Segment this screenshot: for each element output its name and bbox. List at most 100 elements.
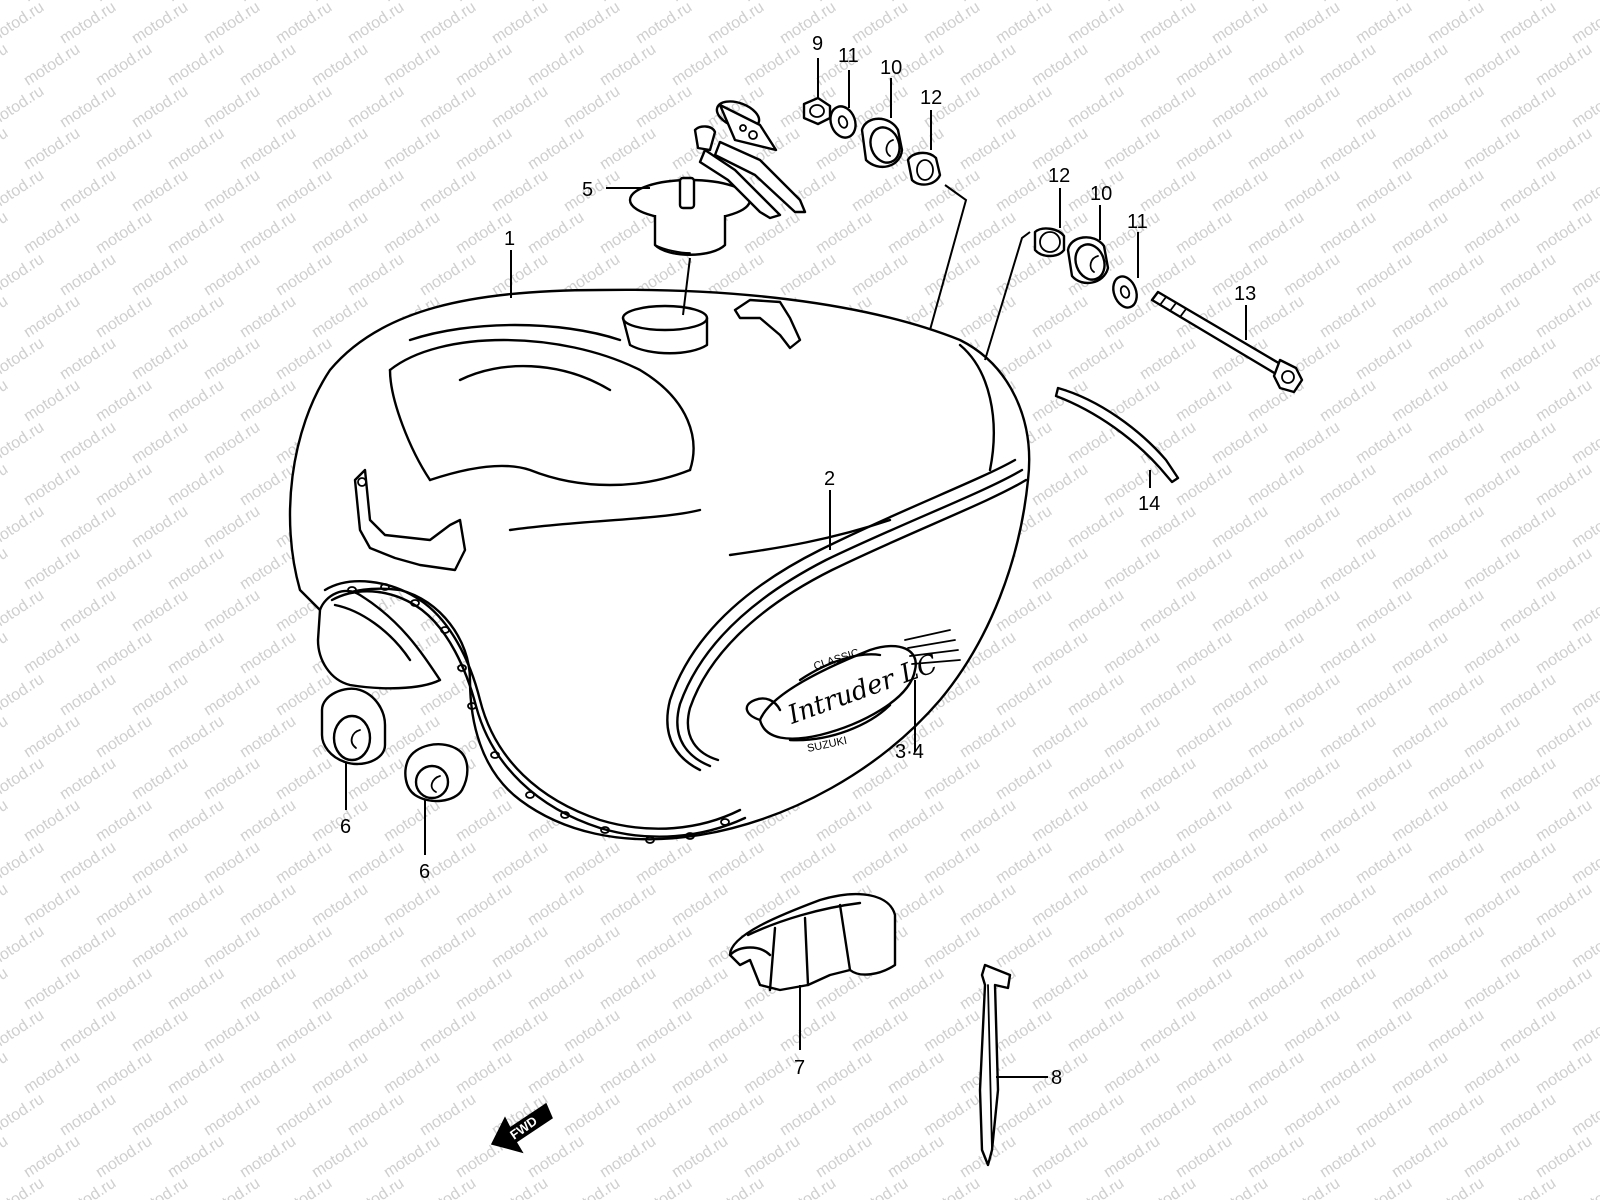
watermark-text: motod.ru <box>201 1091 263 1140</box>
watermark-text: motod.ru <box>1353 587 1415 636</box>
watermark-text: motod.ru <box>1389 377 1451 426</box>
watermark-text: motod.ru <box>957 125 1019 174</box>
watermark-text: motod.ru <box>1569 755 1600 804</box>
watermark-text: motod.ru <box>957 881 1019 930</box>
watermark-text: motod.ru <box>0 923 47 972</box>
watermark-text: motod.ru <box>1533 209 1595 258</box>
watermark-text: motod.ru <box>201 755 263 804</box>
watermark-text: motod.ru <box>0 587 47 636</box>
watermark-text: motod.ru <box>201 167 263 216</box>
watermark-text: motod.ru <box>1425 251 1487 300</box>
watermark-text: motod.ru <box>165 965 227 1014</box>
watermark-text: motod.ru <box>1389 881 1451 930</box>
watermark-text: motod.ru <box>777 251 839 300</box>
watermark-text: motod.ru <box>57 167 119 216</box>
watermark-text: motod.ru <box>1461 881 1523 930</box>
watermark-text: motod.ru <box>921 0 983 47</box>
watermark-text: motod.ru <box>705 1007 767 1056</box>
watermark-text: motod.ru <box>849 1175 911 1200</box>
watermark-text: motod.ru <box>1497 167 1559 216</box>
watermark-text: motod.ru <box>669 1049 731 1098</box>
watermark-text: motod.ru <box>525 881 587 930</box>
watermark-text: motod.ru <box>1533 41 1595 90</box>
watermark-text: motod.ru <box>129 1007 191 1056</box>
watermark-text: motod.ru <box>1353 251 1415 300</box>
watermark-text: motod.ru <box>0 671 47 720</box>
watermark-text: motod.ru <box>129 335 191 384</box>
watermark-text: motod.ru <box>1245 713 1307 762</box>
watermark-text: motod.ru <box>885 1049 947 1098</box>
watermark-text: motod.ru <box>1209 503 1271 552</box>
watermark-text: motod.ru <box>1101 629 1163 678</box>
watermark-text: motod.ru <box>1353 335 1415 384</box>
watermark-text: motod.ru <box>885 1133 947 1182</box>
watermark-text: motod.ru <box>57 83 119 132</box>
watermark-text: motod.ru <box>489 1007 551 1056</box>
watermark-text: motod.ru <box>165 713 227 762</box>
watermark-text: motod.ru <box>993 1091 1055 1140</box>
watermark-text: motod.ru <box>1317 965 1379 1014</box>
watermark-text: motod.ru <box>93 545 155 594</box>
watermark-text: motod.ru <box>1353 503 1415 552</box>
watermark-text: motod.ru <box>1353 1175 1415 1200</box>
watermark-text: motod.ru <box>273 167 335 216</box>
watermark-text: motod.ru <box>273 755 335 804</box>
watermark-text: motod.ru <box>57 839 119 888</box>
watermark-text: motod.ru <box>1569 1091 1600 1140</box>
watermark-text: motod.ru <box>1029 965 1091 1014</box>
watermark-text: motod.ru <box>1281 0 1343 47</box>
callout-6-right: 6 <box>419 861 430 883</box>
mount-hardware-right <box>1033 227 1138 309</box>
watermark-text: motod.ru <box>1137 251 1199 300</box>
watermark-text: motod.ru <box>993 1175 1055 1200</box>
watermark-text: motod.ru <box>1173 881 1235 930</box>
watermark-text: motod.ru <box>93 377 155 426</box>
watermark-text: motod.ru <box>597 881 659 930</box>
watermark-text: motod.ru <box>1281 251 1343 300</box>
watermark-text: motod.ru <box>1173 713 1235 762</box>
watermark-text: motod.ru <box>1281 503 1343 552</box>
watermark-text: motod.ru <box>201 419 263 468</box>
watermark-text: motod.ru <box>489 839 551 888</box>
watermark-text: motod.ru <box>201 503 263 552</box>
watermark-text: motod.ru <box>993 671 1055 720</box>
watermark-text: motod.ru <box>921 251 983 300</box>
watermark-text: motod.ru <box>1533 1049 1595 1098</box>
callout-1: 1 <box>504 228 515 250</box>
watermark-text: motod.ru <box>1065 503 1127 552</box>
watermark-text: motod.ru <box>0 41 11 90</box>
watermark-text: motod.ru <box>237 881 299 930</box>
watermark-text: motod.ru <box>381 965 443 1014</box>
watermark-text: motod.ru <box>453 1049 515 1098</box>
watermark-text: motod.ru <box>1065 839 1127 888</box>
watermark-text: motod.ru <box>1425 335 1487 384</box>
watermark-text: motod.ru <box>201 1007 263 1056</box>
watermark-text: motod.ru <box>345 1007 407 1056</box>
watermark-text: motod.ru <box>1533 377 1595 426</box>
watermark-text: motod.ru <box>417 1175 479 1200</box>
watermark-text: motod.ru <box>57 251 119 300</box>
watermark-text: motod.ru <box>993 0 1055 47</box>
watermark-text: motod.ru <box>273 1175 335 1200</box>
watermark-text: motod.ru <box>1569 839 1600 888</box>
watermark-text: motod.ru <box>777 0 839 47</box>
watermark-text: motod.ru <box>1173 209 1235 258</box>
watermark-text: motod.ru <box>1137 1091 1199 1140</box>
callout-10-upper: 10 <box>880 57 902 79</box>
watermark-text: motod.ru <box>1137 923 1199 972</box>
watermark-text: motod.ru <box>21 41 83 90</box>
watermark-text: motod.ru <box>1425 83 1487 132</box>
watermark-text: motod.ru <box>1101 1049 1163 1098</box>
watermark-text: motod.ru <box>1101 545 1163 594</box>
watermark-text: motod.ru <box>705 1091 767 1140</box>
watermark-text: motod.ru <box>597 965 659 1014</box>
watermark-text: motod.ru <box>921 1091 983 1140</box>
watermark-text: motod.ru <box>1245 1133 1307 1182</box>
flange-holes <box>347 583 730 844</box>
watermark-text: motod.ru <box>237 965 299 1014</box>
watermark-text: motod.ru <box>129 1175 191 1200</box>
watermark-text: motod.ru <box>597 41 659 90</box>
watermark-text: motod.ru <box>129 587 191 636</box>
watermark-text: motod.ru <box>237 1133 299 1182</box>
mounting-bolt <box>1150 290 1304 394</box>
